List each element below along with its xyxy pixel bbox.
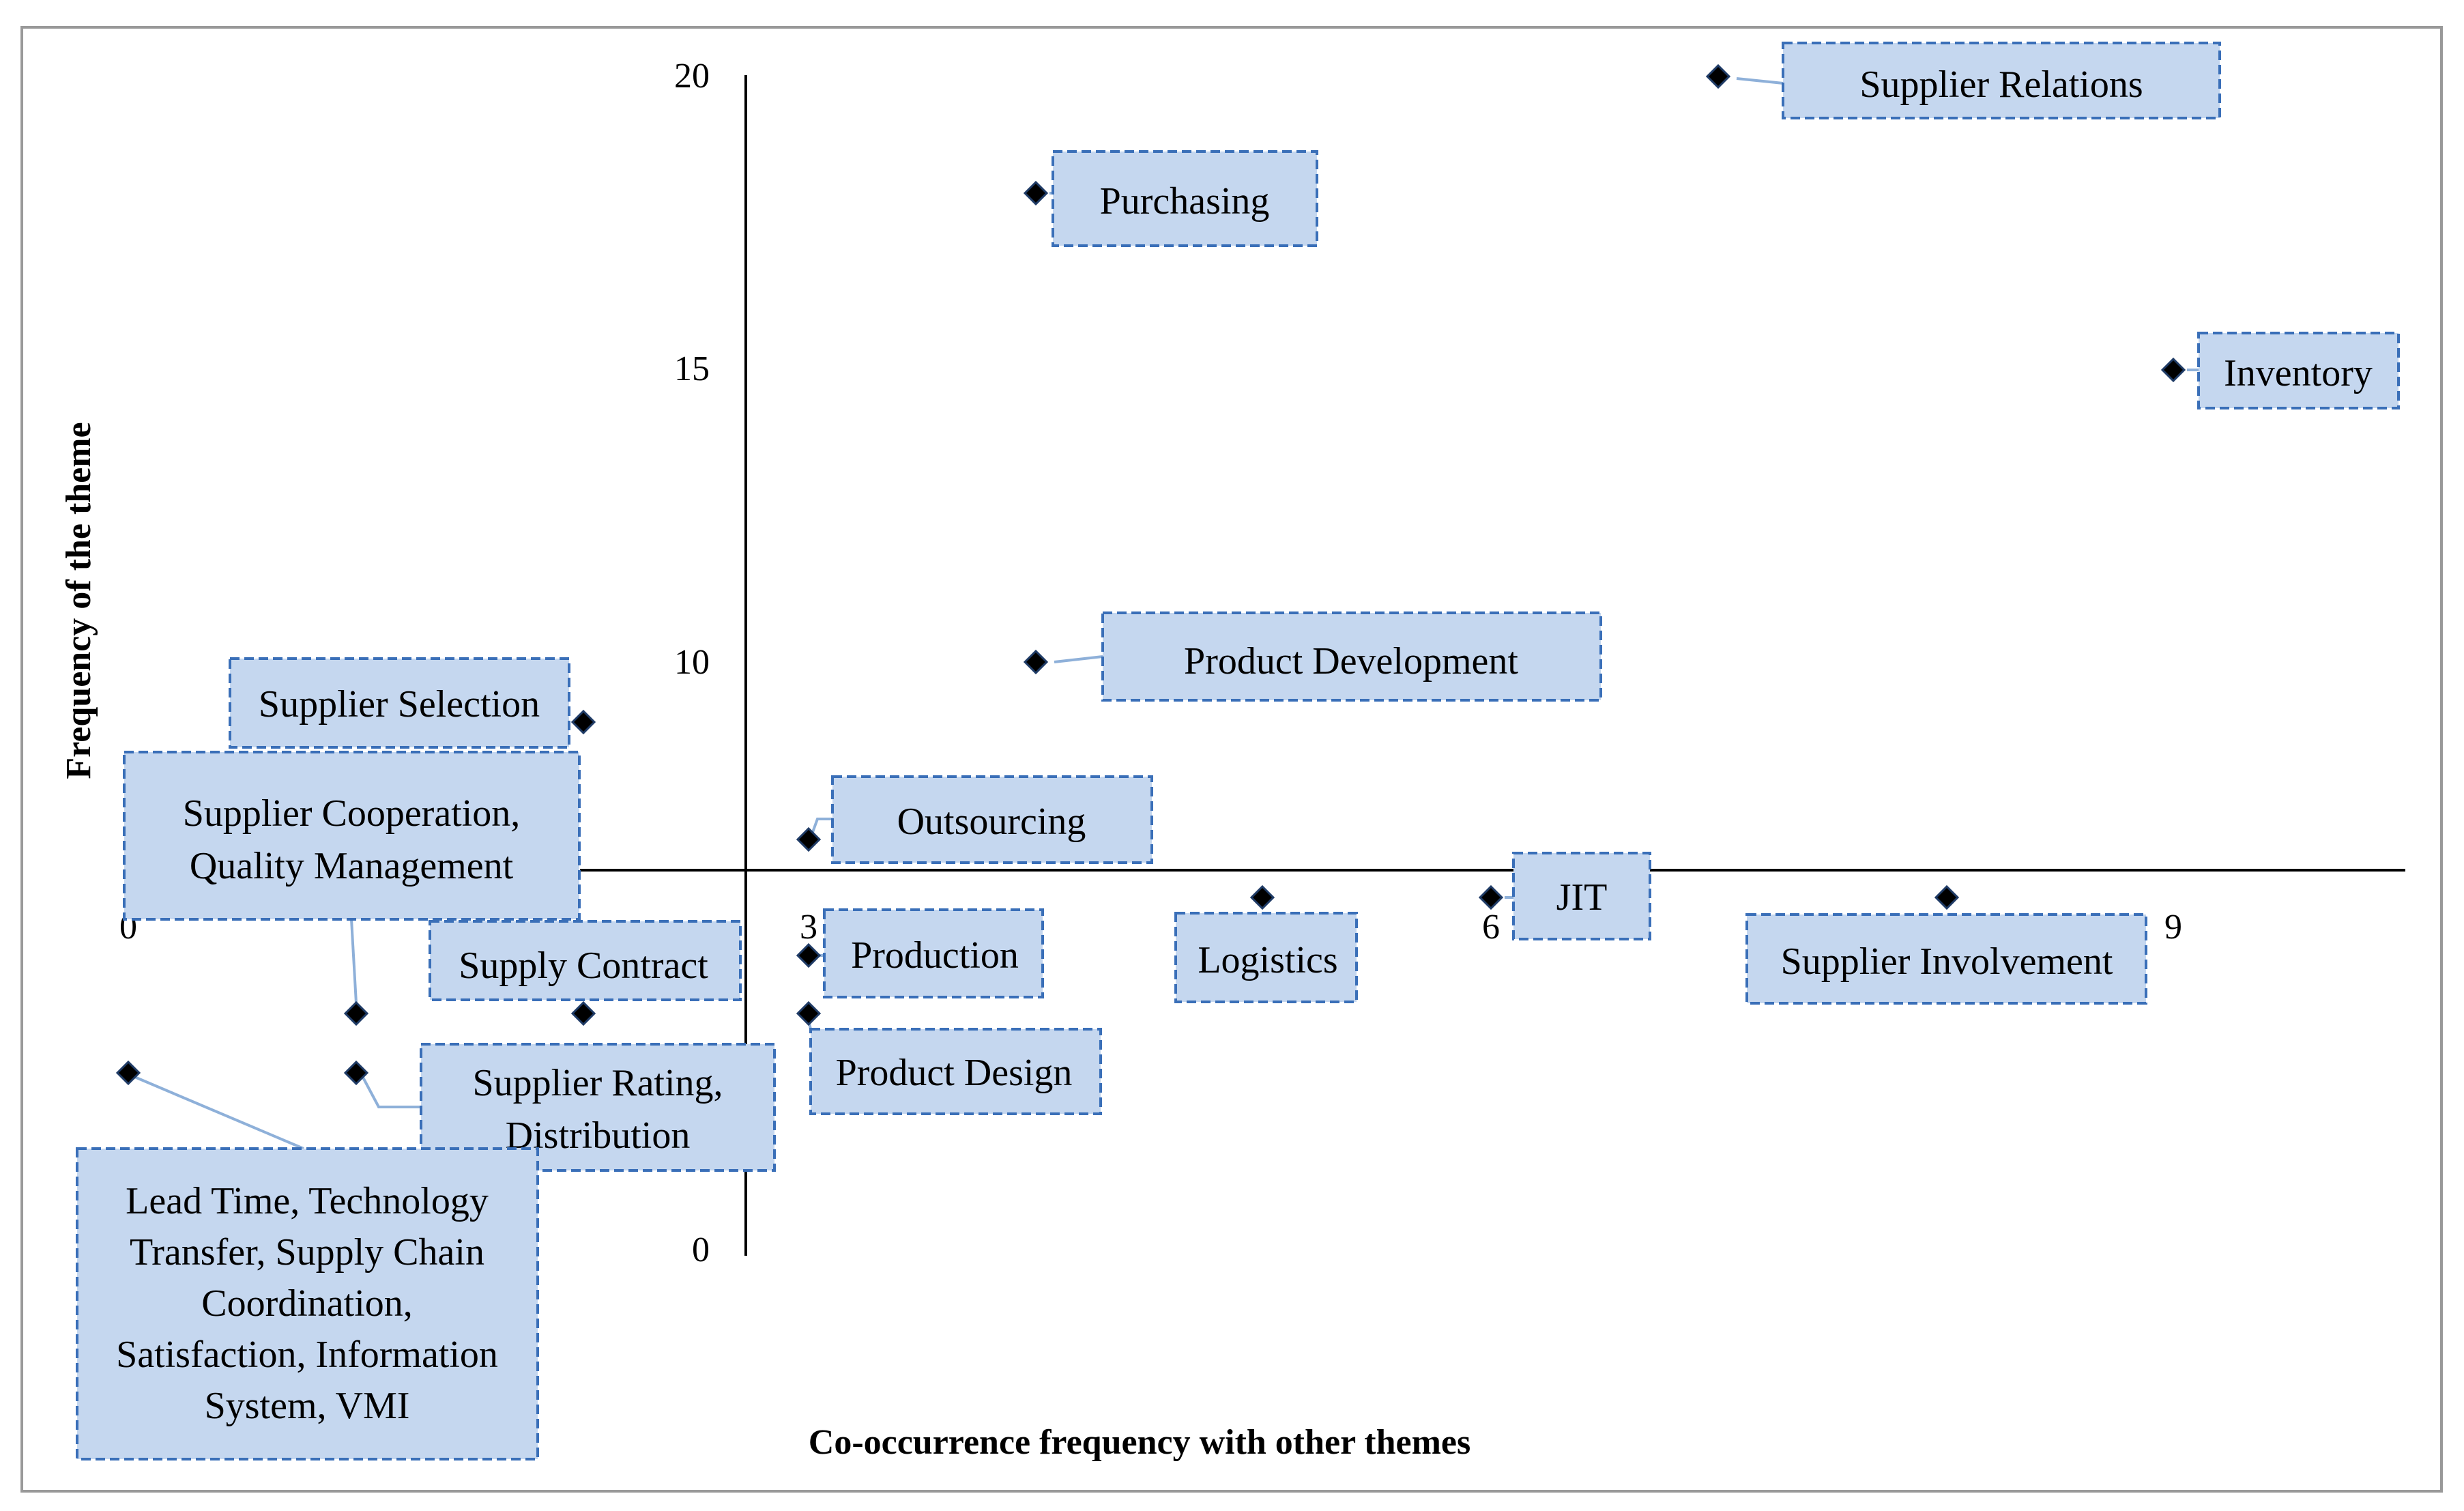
data-label-line: Inventory [2224,352,2373,394]
data-label-line: Logistics [1198,939,1337,981]
label-box-inventory [2197,332,2400,409]
data-point-logistics [1249,884,1275,910]
data-point-jit [1478,884,1504,910]
data-point-product-design [796,1001,822,1026]
label-box-jit [1512,852,1651,940]
label-box-outsourcing [831,775,1153,864]
data-label-line: Product Development [1184,640,1518,682]
data-label-outsourcing: Outsourcing [897,801,1086,843]
y-tick-label-15: 15 [674,349,710,388]
data-label-purchasing: Purchasing [1100,180,1270,222]
label-box-supplier-selection [229,657,570,749]
leader-lines [132,77,2199,1150]
data-point-purchasing [1023,180,1049,206]
label-box-purchasing [1052,150,1318,247]
x-tick-label-6: 6 [1482,908,1500,947]
data-label-inventory: Inventory [2224,352,2373,394]
data-label-product-design: Product Design [836,1052,1073,1094]
data-points [115,63,2186,1086]
data-label-line: Quality Management [190,845,514,887]
label-box-product-design [809,1028,1102,1115]
leader-line-supplier-cooperation-quality-management [350,919,358,1004]
leader-line-supplier-relations [1736,77,1784,85]
data-label-line: Supply Contract [459,945,708,987]
label-box-production [823,908,1044,998]
x-tick-label-9: 9 [2164,908,2182,947]
data-label-line: Outsourcing [897,801,1086,843]
data-point-outsourcing [796,826,822,852]
data-label-logistics: Logistics [1198,939,1337,981]
x-tick-label-3: 3 [800,908,817,947]
data-label-line: Transfer, Supply Chain [130,1231,484,1273]
leader-line-supplier-rating-distribution [360,1074,421,1108]
leader-line-outsourcing [811,818,832,835]
data-point-supply-contract [570,1001,596,1026]
data-point-supplier-involvement [1934,884,1960,910]
data-label-line: JIT [1556,876,1608,919]
data-label-line: Production [851,934,1019,977]
data-label-supplier-selection: Supplier Selection [259,683,540,725]
data-label-jit: JIT [1556,876,1608,919]
leader-line-lead-time-technology-transfer-supply-chain-coordination-satisfaction-information-system-vmi [132,1075,304,1150]
data-label-line: Lead Time, Technology [126,1180,489,1222]
x-axis-title: Co-occurrence frequency with other theme… [809,1423,1470,1462]
data-label-line: Supplier Involvement [1781,940,2113,983]
label-box-supply-contract [429,920,742,1001]
data-point-production [796,942,822,968]
data-label-line: Purchasing [1100,180,1270,222]
data-labels: Supplier RelationsPurchasingInventoryPro… [76,42,2400,1460]
data-point-lead-time-technology-transfer-supply-chain-coordination-satisfaction-information-system-vmi [115,1060,141,1086]
label-box-supplier-cooperation-quality-management [123,751,581,921]
data-label-supplier-cooperation-quality-management: Supplier Cooperation, Quality Management [183,792,521,887]
data-label-line: System, VMI [205,1385,410,1427]
data-point-supplier-relations [1705,63,1731,89]
y-tick-label-10: 10 [674,643,710,682]
label-box-product-development [1101,611,1602,702]
data-label-supplier-rating-distribution: Supplier Rating,Distribution [472,1062,723,1157]
label-box-lead-time-technology-transfer-supply-chain-coordination-satisfaction-information-system-vmi [76,1147,539,1460]
data-label-supply-contract: Supply Contract [459,945,708,987]
data-label-line: Supplier Rating, [472,1062,723,1104]
y-tick-label-0: 0 [692,1231,710,1269]
label-box-logistics [1174,912,1358,1003]
y-axis-title: Frequency of the theme [59,422,98,779]
data-label-line: Coordination, [201,1282,413,1325]
data-point-product-development [1023,649,1049,675]
data-label-production: Production [851,934,1019,977]
leader-line-product-development [1054,655,1103,663]
data-label-line: Satisfaction, Information [116,1334,498,1376]
data-label-line: Supplier Cooperation, [183,792,521,835]
data-label-line: Supplier Relations [1859,63,2143,106]
data-point-inventory [2160,357,2186,383]
data-label-supplier-involvement: Supplier Involvement [1781,940,2113,983]
data-label-line: Supplier Selection [259,683,540,725]
data-label-product-development: Product Development [1184,640,1518,682]
data-point-supplier-cooperation-quality-management [343,1001,369,1026]
data-point-supplier-selection [570,709,596,735]
data-label-supplier-relations: Supplier Relations [1859,63,2143,106]
label-box-supplier-relations [1782,42,2221,119]
label-box-supplier-involvement [1745,913,2147,1005]
data-point-supplier-rating-distribution [343,1060,369,1086]
data-label-line: Product Design [836,1052,1073,1094]
y-tick-label-20: 20 [674,57,710,96]
